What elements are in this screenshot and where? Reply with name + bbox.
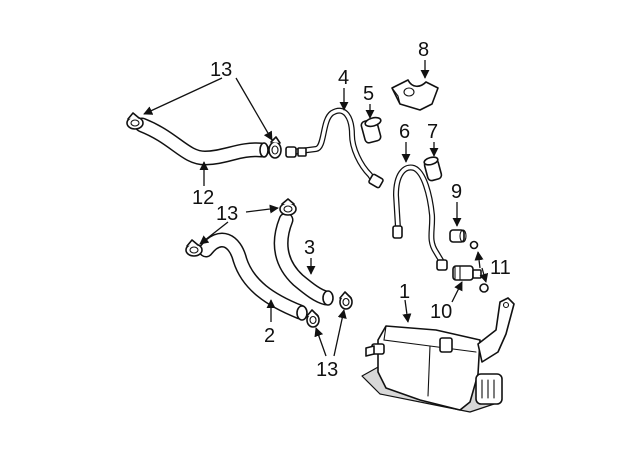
callout-7: 7 <box>427 121 438 143</box>
hose-12 <box>134 117 270 166</box>
callout-13-mid: 13 <box>216 203 238 225</box>
callout-9: 9 <box>451 181 462 203</box>
tube-4 <box>285 107 384 189</box>
callout-12: 12 <box>192 187 214 209</box>
callout-3: 3 <box>304 237 315 259</box>
callout-10: 10 <box>430 301 452 323</box>
clamp-13-mid-left <box>185 239 203 257</box>
callout-4: 4 <box>338 67 349 89</box>
clamp-13-mid-top <box>279 198 297 216</box>
callout-11: 11 <box>490 257 511 279</box>
reservoir-1 <box>361 297 515 413</box>
sleeve-7 <box>423 156 443 182</box>
valve-10 <box>452 265 482 281</box>
bracket-8 <box>391 79 439 111</box>
clamp-13-bottom-left <box>306 309 320 328</box>
callout-13-bottom: 13 <box>316 359 338 381</box>
callout-5: 5 <box>363 83 374 105</box>
hose-2 <box>198 232 308 321</box>
leader-lines <box>143 60 489 357</box>
tube-6 <box>392 164 448 271</box>
clamp-13-bottom-right <box>339 291 353 310</box>
callout-1: 1 <box>399 281 410 303</box>
fitting-9 <box>449 229 467 243</box>
callout-2: 2 <box>264 325 275 347</box>
clamp-13-upper-left <box>126 112 144 130</box>
callout-8: 8 <box>418 39 429 61</box>
oring-11 <box>469 240 489 293</box>
callout-13-top: 13 <box>210 59 232 81</box>
callout-6: 6 <box>399 121 410 143</box>
clamp-13-upper-right <box>268 136 282 159</box>
callout-labels: 13 12 4 5 8 6 7 9 11 10 13 3 2 13 1 <box>192 39 511 381</box>
sleeve-5 <box>360 116 382 144</box>
hose-3 <box>273 212 334 306</box>
